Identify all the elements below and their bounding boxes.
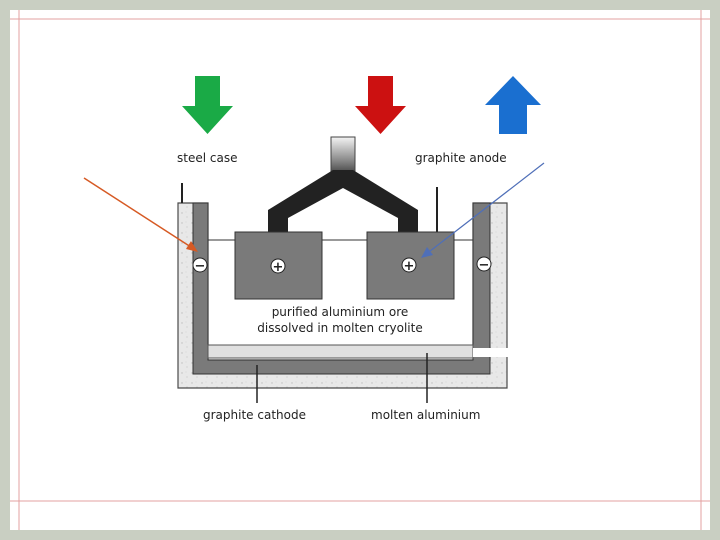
- down-arrow-red-icon: [355, 76, 406, 134]
- graphite-cathode-label: graphite cathode: [203, 408, 306, 422]
- graphite-cathode-lining: [192, 202, 491, 375]
- minus-icon-right: [476, 256, 492, 272]
- electrolyte-label-line1: purified aluminium ore: [272, 305, 409, 319]
- plus-icon-right: [401, 257, 417, 273]
- plus-symbol-left: +: [273, 260, 284, 275]
- pointer-arrow-blue: [424, 162, 545, 256]
- up-arrow-blue-icon: [485, 76, 541, 134]
- plus-icon-left: [270, 258, 286, 274]
- minus-symbol-left: −: [195, 259, 206, 274]
- pointer-arrowhead-orange-icon: [186, 241, 198, 252]
- molten-aluminium-layer: [207, 344, 474, 359]
- minus-icon-left: [192, 257, 208, 273]
- steel-case-label: steel case: [177, 151, 237, 165]
- slide: + + − − purified aluminium ore dissolved…: [10, 10, 710, 530]
- electrolysis-diagram: + + − − purified aluminium ore dissolved…: [10, 10, 710, 530]
- pointer-arrowhead-blue-icon: [421, 247, 433, 258]
- graphite-anode-label: graphite anode: [415, 151, 507, 165]
- anode-connector: [268, 170, 418, 232]
- minus-symbol-right: −: [479, 258, 490, 273]
- down-arrow-green-icon: [182, 76, 233, 134]
- electrolyte-label-line2: dissolved in molten cryolite: [257, 321, 422, 335]
- plus-symbol-right: +: [404, 259, 415, 274]
- molten-aluminium-label: molten aluminium: [371, 408, 480, 422]
- pointer-arrow-orange: [83, 177, 195, 250]
- molten-aluminium-gap: [473, 348, 508, 357]
